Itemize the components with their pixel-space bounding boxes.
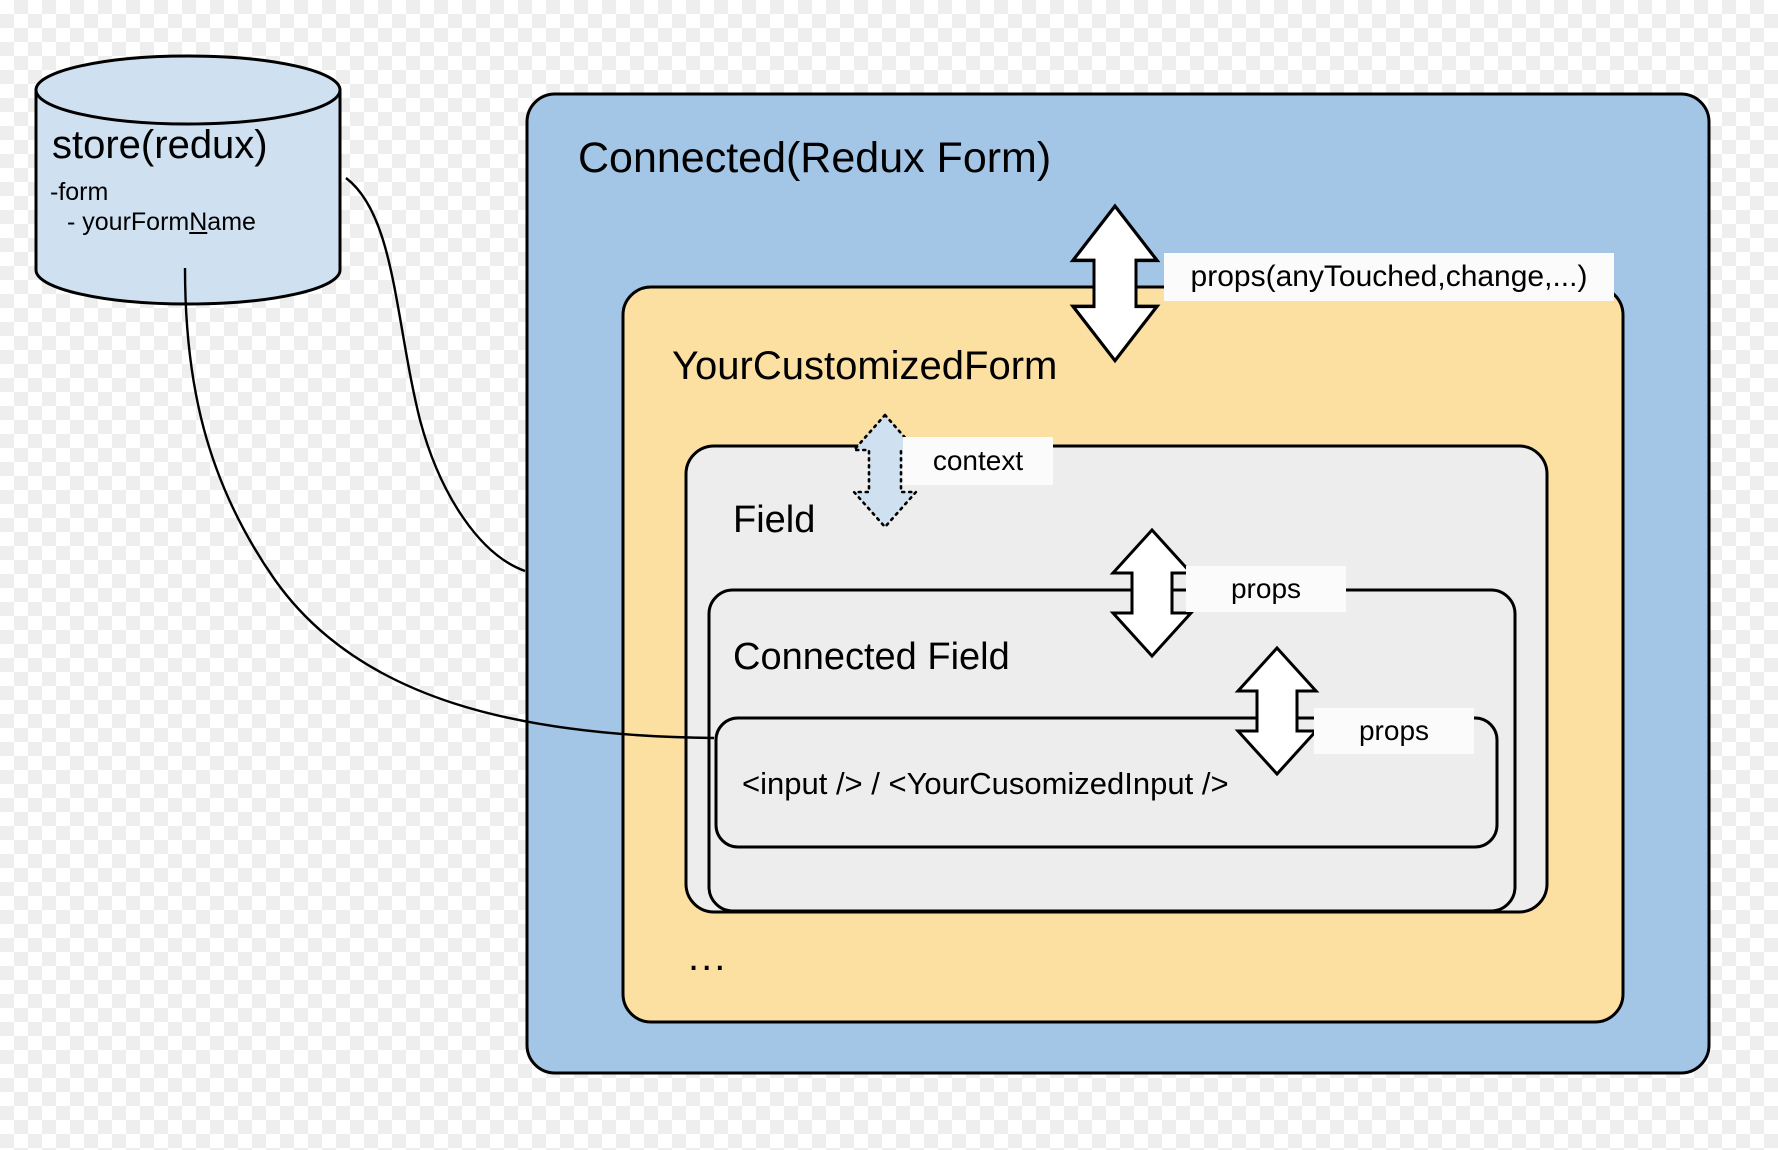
- props-any-touched-label[interactable]: props(anyTouched,change,...): [1164, 253, 1614, 301]
- context-label[interactable]: context: [903, 437, 1053, 485]
- store-form-name-suffix: ame: [207, 208, 256, 236]
- store-line-form: -form: [50, 178, 109, 206]
- store-line-form-name: - yourFormName: [67, 208, 256, 237]
- connected-field-title: Connected Field: [733, 636, 1010, 678]
- connected-redux-form-title: Connected(Redux Form): [578, 134, 1052, 182]
- your-customized-form-title: YourCustomizedForm: [672, 344, 1058, 388]
- props-field-arrow[interactable]: [1109, 527, 1195, 659]
- props-input-label[interactable]: props: [1314, 708, 1474, 754]
- props-field-label[interactable]: props: [1186, 566, 1346, 612]
- store-to-input-connector: [183, 267, 715, 740]
- store-cylinder[interactable]: [34, 54, 342, 306]
- input-box[interactable]: [714, 716, 1499, 849]
- store-form-name-prefix: - yourForm: [67, 208, 190, 236]
- form-ellipsis: ...: [688, 935, 728, 979]
- store-title: store(redux): [52, 123, 268, 167]
- input-title: <input /> / <YourCusomizedInput />: [742, 766, 1229, 801]
- props-any-touched-arrow[interactable]: [1069, 203, 1161, 364]
- store-form-name-underlined: N: [189, 208, 208, 236]
- field-title: Field: [733, 499, 816, 541]
- store-to-connected-form-connector: [345, 177, 526, 573]
- props-input-arrow[interactable]: [1234, 645, 1320, 777]
